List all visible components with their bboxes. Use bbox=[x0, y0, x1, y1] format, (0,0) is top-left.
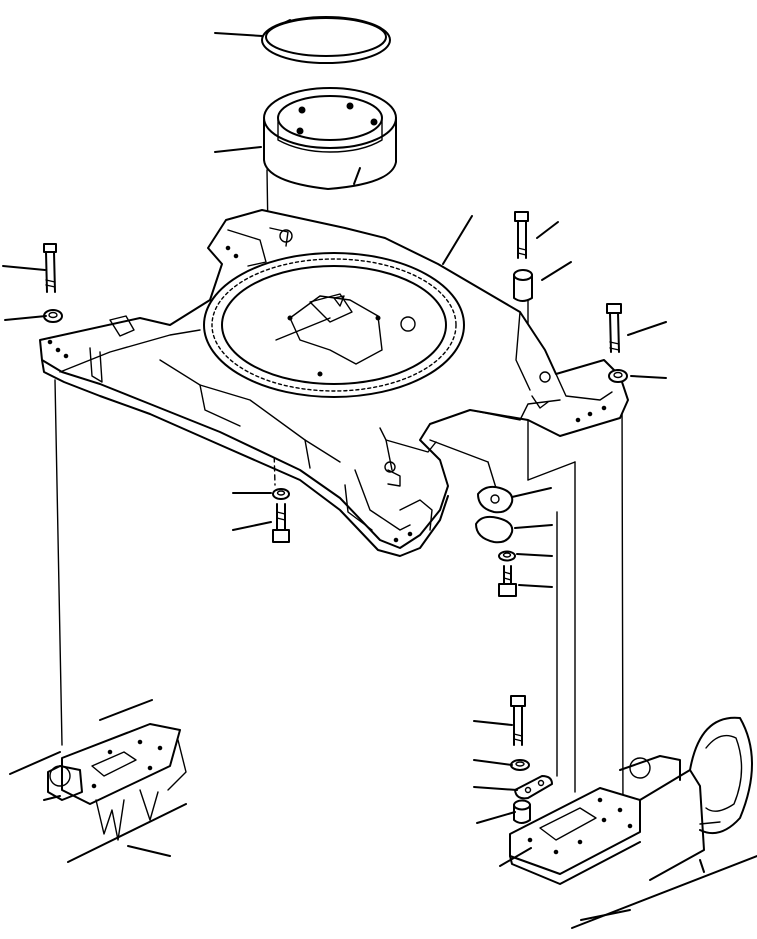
leader-line-19 bbox=[476, 811, 516, 824]
top-right-bolt bbox=[513, 211, 533, 302]
leader-line-12 bbox=[511, 487, 552, 498]
leader-line-15 bbox=[518, 584, 553, 588]
right-track-frame bbox=[509, 716, 757, 929]
leader-line-4 bbox=[536, 221, 559, 239]
leader-line-2 bbox=[214, 146, 262, 153]
snap-ring bbox=[261, 16, 391, 64]
leader-line-21 bbox=[127, 845, 171, 857]
left-track-frame bbox=[9, 699, 187, 863]
leader-line-17 bbox=[473, 759, 513, 766]
center-bolt bbox=[272, 488, 290, 543]
leader-line-18 bbox=[473, 786, 518, 791]
lower-right-fasteners bbox=[510, 695, 553, 824]
leader-line-3 bbox=[442, 215, 473, 265]
leader-line-16 bbox=[473, 720, 513, 726]
right-bolt bbox=[606, 303, 628, 383]
leader-line-6 bbox=[2, 265, 46, 271]
left-bolt bbox=[43, 243, 63, 323]
leader-line-1 bbox=[214, 32, 263, 37]
leader-line-14 bbox=[516, 553, 553, 557]
cover-assembly bbox=[429, 439, 517, 597]
leader-line-5 bbox=[541, 261, 572, 281]
leader-line-20 bbox=[499, 847, 532, 867]
bearing-ring bbox=[263, 87, 397, 190]
leader-line-22 bbox=[580, 909, 631, 921]
leader-lines bbox=[2, 32, 667, 921]
leader-line-7 bbox=[4, 315, 47, 321]
swing-circle bbox=[203, 252, 465, 398]
leader-line-13 bbox=[514, 524, 553, 529]
leader-line-11 bbox=[232, 521, 272, 531]
leader-line-8 bbox=[627, 321, 667, 336]
leader-line-9 bbox=[630, 375, 667, 379]
